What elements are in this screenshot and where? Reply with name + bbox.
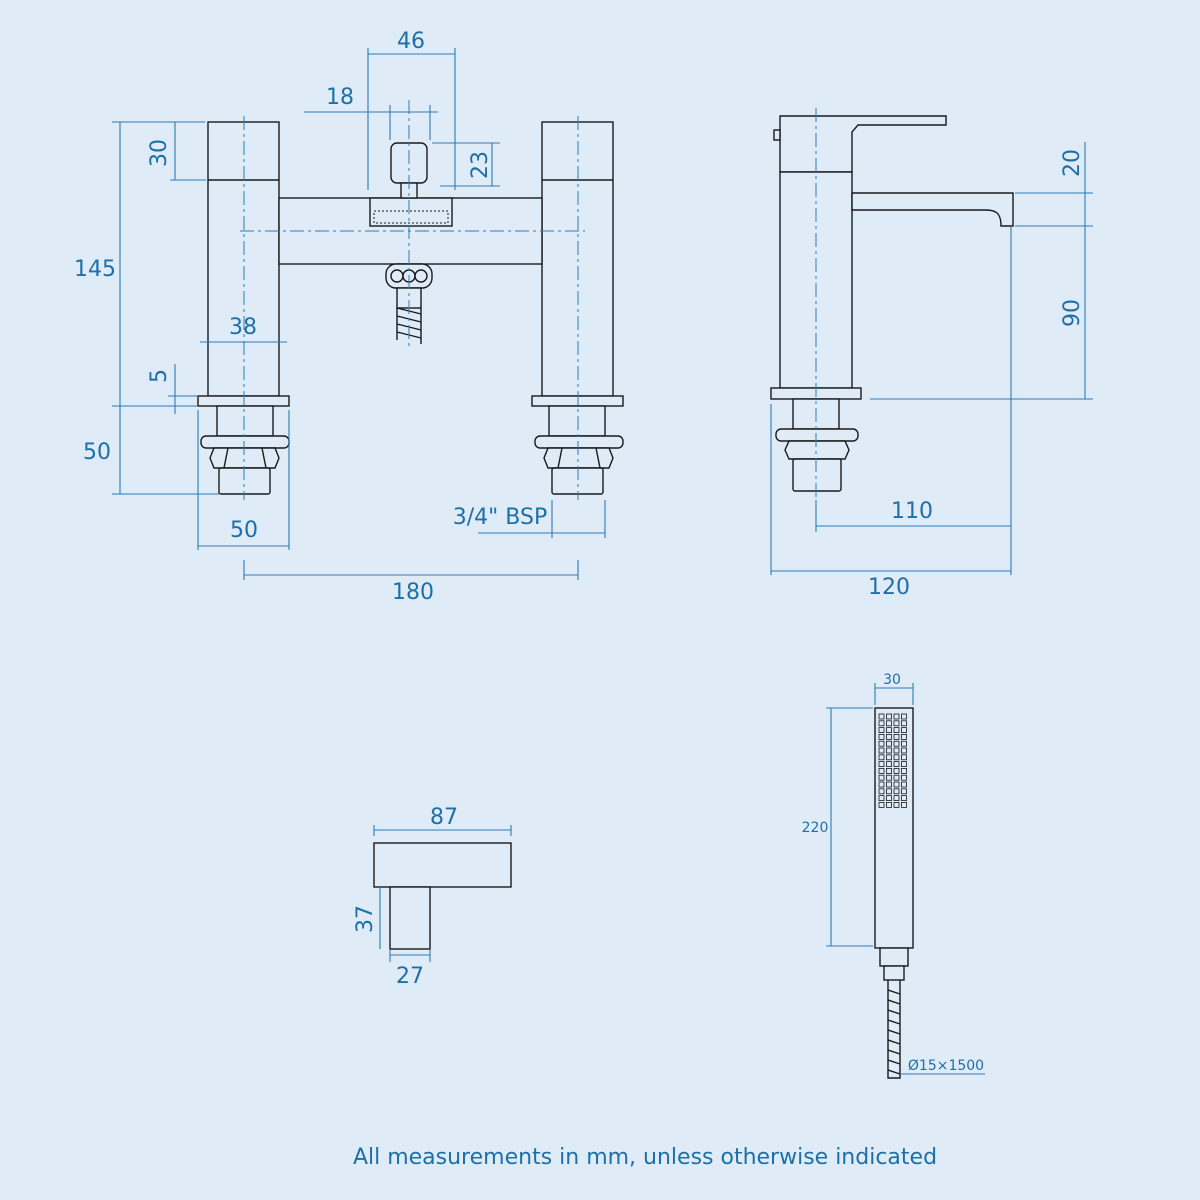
- dim-diverter-height: 23: [468, 151, 493, 179]
- nozzle: [878, 754, 885, 761]
- dim-flange-height: 5: [147, 369, 172, 383]
- nozzle: [901, 747, 907, 754]
- dim-spout-height: 20: [1060, 149, 1085, 177]
- nozzle: [901, 768, 907, 774]
- nozzle: [901, 720, 907, 727]
- mixer-spout: [851, 192, 1014, 227]
- nozzle: [878, 802, 885, 808]
- dim-overall-height: 145: [74, 257, 116, 282]
- nozzle: [893, 734, 900, 740]
- nozzle: [893, 720, 900, 727]
- nozzle: [893, 781, 900, 788]
- nozzle: [886, 740, 892, 747]
- nozzle: [878, 795, 885, 801]
- mixer-body: [779, 171, 853, 389]
- nozzle: [901, 781, 907, 788]
- lever-stem: [389, 886, 431, 950]
- nozzle: [886, 781, 892, 788]
- nozzle: [878, 781, 885, 788]
- dim-body-width: 38: [229, 315, 257, 340]
- nozzle: [901, 727, 907, 733]
- dim-spout-offset: 18: [326, 85, 354, 110]
- dim-centres: 180: [392, 580, 434, 605]
- nozzle: [878, 740, 885, 747]
- nozzle: [901, 802, 907, 808]
- nozzle: [886, 795, 892, 801]
- lever-handle-view: 87 37 27: [353, 805, 512, 989]
- nozzle: [901, 788, 907, 795]
- dim-overall-depth: 120: [868, 575, 910, 600]
- nozzle: [893, 768, 900, 774]
- dim-tail-height: 50: [83, 440, 111, 465]
- nozzle: [886, 727, 892, 733]
- nozzle: [878, 713, 885, 720]
- nozzle: [893, 713, 900, 720]
- nozzle: [878, 720, 885, 727]
- nozzle: [893, 795, 900, 801]
- nozzle: [901, 734, 907, 740]
- nozzle: [886, 754, 892, 761]
- nozzle: [878, 774, 885, 781]
- nozzle: [893, 754, 900, 761]
- nozzle: [901, 795, 907, 801]
- nozzle: [893, 774, 900, 781]
- shower-handset-view: 30 220 Ø15×1500: [802, 672, 985, 1079]
- nozzle: [893, 802, 900, 808]
- nozzle: [878, 747, 885, 754]
- dim-lever-height: 37: [353, 905, 378, 933]
- nozzle: [878, 768, 885, 774]
- nozzle: [901, 713, 907, 720]
- dim-thread: 3/4" BSP: [453, 505, 547, 530]
- nozzle: [886, 761, 892, 767]
- nozzle: [893, 727, 900, 733]
- dim-handset-length: 220: [802, 820, 829, 836]
- dim-lever-length: 87: [430, 805, 458, 830]
- dim-handle-top: 30: [147, 139, 172, 167]
- measurement-note: All measurements in mm, unless otherwise…: [353, 1145, 937, 1170]
- nozzle: [886, 788, 892, 795]
- nozzle: [886, 713, 892, 720]
- mixer-lever: [779, 115, 947, 173]
- nozzle: [901, 761, 907, 767]
- shower-hose: [887, 980, 901, 1079]
- nozzle: [893, 740, 900, 747]
- nozzle: [886, 774, 892, 781]
- shower-outlet: [369, 197, 453, 227]
- nozzle: [901, 774, 907, 781]
- dim-diverter-width: 46: [397, 29, 425, 54]
- nozzle: [878, 734, 885, 740]
- dim-tail-width: 50: [230, 518, 258, 543]
- bath-filler-front-view: 145 30 46 18 23 38 5 50 5: [74, 29, 624, 605]
- nozzle: [878, 727, 885, 733]
- dim-hose: Ø15×1500: [908, 1058, 984, 1074]
- nozzle: [893, 788, 900, 795]
- nozzle: [878, 761, 885, 767]
- lever-top: [373, 842, 512, 888]
- nozzle: [886, 720, 892, 727]
- dim-handset-width: 30: [883, 672, 901, 688]
- nozzle: [886, 747, 892, 754]
- dim-spout-clearance: 90: [1060, 299, 1085, 327]
- handset-nozzles: [878, 713, 907, 808]
- nozzle: [878, 788, 885, 795]
- dim-spout-reach: 110: [891, 499, 933, 524]
- nozzle: [893, 761, 900, 767]
- nozzle: [901, 754, 907, 761]
- nozzle: [901, 740, 907, 747]
- dim-lever-width: 27: [396, 964, 424, 989]
- nozzle: [886, 768, 892, 774]
- nozzle: [886, 802, 892, 808]
- basin-mixer-side-view: 20 90 110 120: [770, 108, 1093, 600]
- nozzle: [886, 734, 892, 740]
- nozzle: [893, 747, 900, 754]
